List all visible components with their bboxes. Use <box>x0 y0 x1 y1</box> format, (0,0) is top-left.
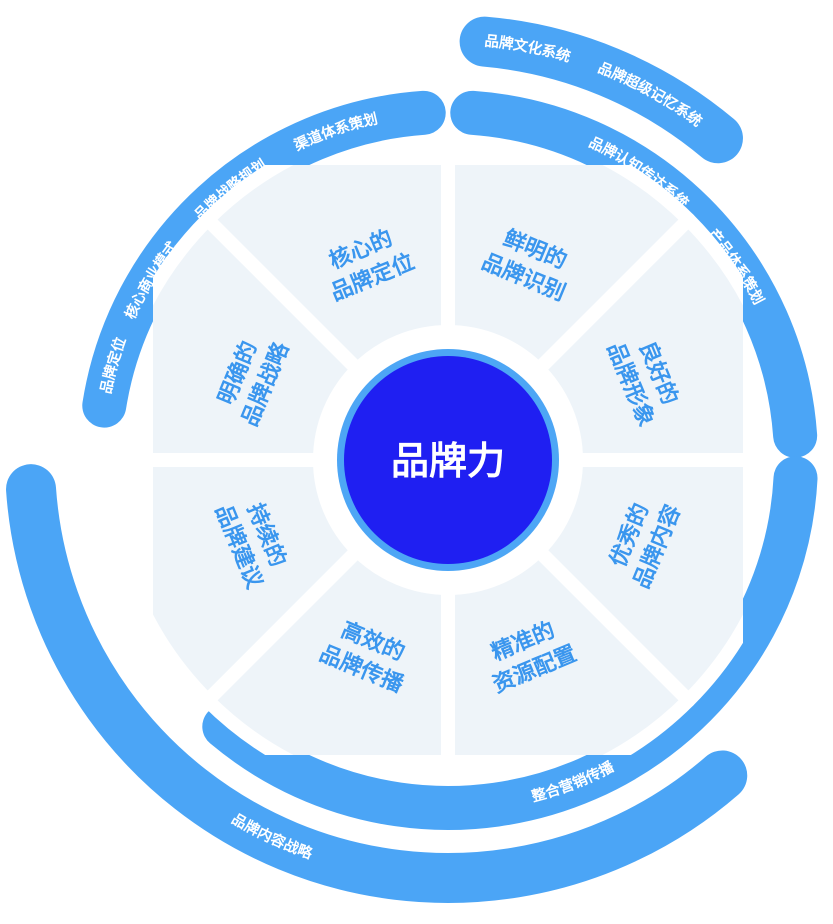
sector-ring <box>153 165 743 755</box>
sector-2 <box>441 165 696 377</box>
arc-band <box>82 90 446 428</box>
sector-4 <box>531 453 743 708</box>
sector-3 <box>531 212 743 467</box>
center-label: 品牌力 <box>391 439 505 483</box>
sector-8 <box>153 212 365 467</box>
arc-band <box>202 456 818 830</box>
outer-arcs: 品牌定位核心商业模式品牌战略规划渠道体系策划品牌认知传达系统产品体系策划品牌文化… <box>6 16 818 903</box>
sector-7 <box>153 453 365 708</box>
center-circle <box>344 356 552 564</box>
arc-band <box>459 16 743 164</box>
center-node: 品牌力 <box>337 349 559 571</box>
arc-band <box>6 464 748 903</box>
sector-6 <box>200 543 455 755</box>
sector-5 <box>441 543 696 755</box>
sector-1 <box>200 165 455 377</box>
arc-band <box>450 90 818 458</box>
